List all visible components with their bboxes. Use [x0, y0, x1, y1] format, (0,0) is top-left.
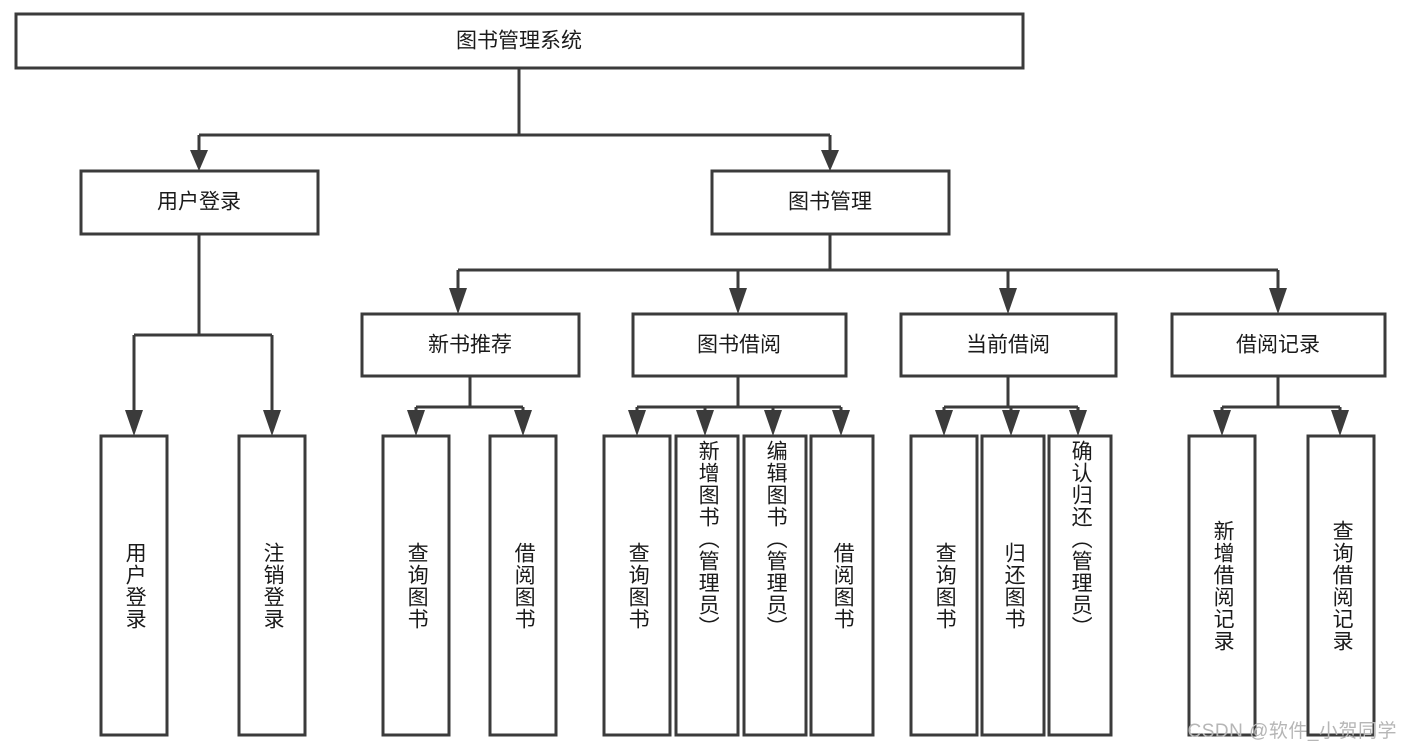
- node-root[interactable]: 图书管理系统: [14, 12, 1025, 70]
- node-new-book-recommend-box[interactable]: [360, 312, 581, 378]
- arrow-root-to-book-manage-icon: [821, 150, 839, 171]
- connector-book-borrow-to-leaves: [628, 376, 850, 436]
- arrow-root-to-user-login-icon: [190, 150, 208, 171]
- leaf-boxes: [99, 434, 1376, 737]
- arrow-to-leaf-confirm-return-icon: [1069, 410, 1087, 436]
- node-leaf-borrow-book-2-box[interactable]: [809, 434, 875, 737]
- arrow-to-current-borrow-icon: [999, 288, 1017, 314]
- node-leaf-edit-book-box[interactable]: [742, 434, 808, 737]
- arrow-to-borrow-record-icon: [1269, 288, 1287, 314]
- node-new-book-recommend[interactable]: 新书推荐: [360, 312, 581, 378]
- node-leaf-query-record-box[interactable]: [1306, 434, 1376, 737]
- node-leaf-add-book-box[interactable]: [674, 434, 740, 737]
- node-leaf-user-login-box[interactable]: [99, 434, 169, 737]
- node-leaf-query-book-3-box[interactable]: [909, 434, 979, 737]
- node-new-book-recommend-label: 新书推荐: [428, 334, 512, 357]
- arrow-to-leaf-edit-book-icon: [764, 410, 782, 436]
- arrow-to-leaf-return-book-icon: [1002, 410, 1020, 436]
- arrow-to-leaf-query-book-1-icon: [407, 410, 425, 436]
- node-leaf-query-book-1-box[interactable]: [381, 434, 451, 737]
- node-borrow-record-label: 借阅记录: [1236, 334, 1320, 357]
- node-current-borrow-label: 当前借阅: [966, 334, 1050, 357]
- connector-user-login-to-leaves: [125, 234, 281, 436]
- node-user-login[interactable]: 用户登录: [79, 169, 320, 236]
- node-book-borrow[interactable]: 图书借阅: [631, 312, 848, 378]
- node-book-manage-box[interactable]: [710, 169, 951, 236]
- arrow-to-leaf-borrow-book-2-icon: [832, 410, 850, 436]
- arrow-to-leaf-user-login-icon: [125, 410, 143, 436]
- connector-root-to-level2: [190, 68, 839, 171]
- node-book-manage[interactable]: 图书管理: [710, 169, 951, 236]
- node-leaf-borrow-book-1-box[interactable]: [488, 434, 558, 737]
- arrow-to-book-borrow-icon: [729, 288, 747, 314]
- connector-new-book-recommend-to-leaves: [407, 376, 532, 436]
- connector-book-manage-to-level3: [449, 234, 1287, 314]
- node-root-label: 图书管理系统: [456, 30, 582, 53]
- connector-borrow-record-to-leaves: [1213, 376, 1349, 436]
- arrow-to-leaf-add-record-icon: [1213, 410, 1231, 436]
- watermark: CSDN @软件_小贺同学: [1187, 721, 1397, 742]
- node-borrow-record[interactable]: 借阅记录: [1170, 312, 1387, 378]
- arrow-to-leaf-logout-login-icon: [263, 410, 281, 436]
- node-leaf-add-record-box[interactable]: [1187, 434, 1257, 737]
- node-user-login-box[interactable]: [79, 169, 320, 236]
- arrow-to-leaf-add-book-icon: [696, 410, 714, 436]
- node-leaf-logout-login-box[interactable]: [237, 434, 307, 737]
- node-user-login-label: 用户登录: [157, 191, 241, 214]
- node-borrow-record-box[interactable]: [1170, 312, 1387, 378]
- arrow-to-leaf-query-record-icon: [1331, 410, 1349, 436]
- node-book-manage-label: 图书管理: [788, 191, 872, 214]
- node-current-borrow[interactable]: 当前借阅: [899, 312, 1118, 378]
- node-book-borrow-label: 图书借阅: [697, 334, 781, 357]
- arrow-to-leaf-query-book-3-icon: [935, 410, 953, 436]
- node-current-borrow-box[interactable]: [899, 312, 1118, 378]
- node-book-borrow-box[interactable]: [631, 312, 848, 378]
- connector-current-borrow-to-leaves: [935, 376, 1087, 436]
- node-leaf-query-book-2-box[interactable]: [602, 434, 672, 737]
- arrow-to-leaf-query-book-2-icon: [628, 410, 646, 436]
- node-root-box[interactable]: [14, 12, 1025, 70]
- node-leaf-return-book-box[interactable]: [980, 434, 1046, 737]
- node-leaf-confirm-return-box[interactable]: [1047, 434, 1113, 737]
- arrow-to-new-book-recommend-icon: [449, 288, 467, 314]
- arrow-to-leaf-borrow-book-1-icon: [514, 410, 532, 436]
